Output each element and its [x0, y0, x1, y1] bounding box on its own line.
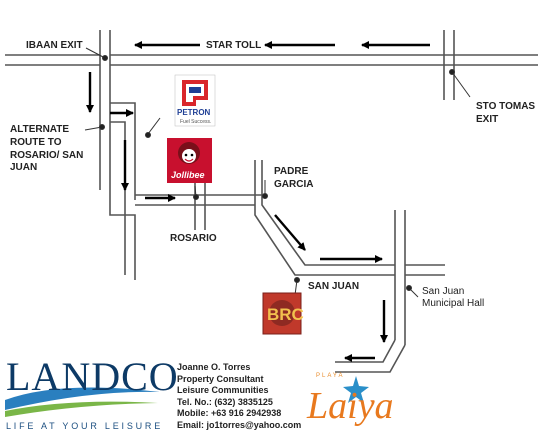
alt-route-dot — [99, 124, 105, 130]
label-hall-2: Municipal Hall — [422, 298, 484, 309]
contact-email: Email: jo1torres@yahoo.com — [177, 419, 302, 430]
contact-company: Leisure Communities — [177, 385, 269, 395]
landco-wave — [5, 387, 160, 417]
landco-logo-text: LANDCO — [6, 354, 179, 399]
san-juan-bend-inner — [335, 339, 396, 363]
label-hall-1: San Juan — [422, 286, 464, 297]
petron-dot — [145, 132, 151, 138]
label-padre-2: GARCIA — [274, 179, 313, 190]
label-alt-1: ALTERNATE — [10, 124, 69, 135]
petron-logo: PETRON Fuel Success. — [174, 74, 216, 127]
laiya-star — [343, 376, 369, 403]
laiya-logo-text: Laiya — [307, 385, 394, 427]
petron-tagline: Fuel Success. — [180, 119, 211, 125]
label-alt-3: ROSARIO/ SAN — [10, 150, 83, 161]
label-rosario: ROSARIO — [170, 233, 217, 244]
label-star-toll: STAR TOLL — [206, 40, 261, 51]
alt-loop-inner — [110, 121, 126, 200]
contact-tel: Tel. No.: (632) 3835125 — [177, 396, 273, 407]
brc-logo: BRC — [262, 292, 304, 335]
contact-mobile: Mobile: +63 916 2942938 — [177, 408, 282, 418]
arrow-diagonal — [274, 214, 306, 251]
contact-block: Joanne O. Torres Property Consultant Lei… — [177, 362, 301, 431]
label-ibaan-exit: IBAAN EXIT — [26, 40, 83, 51]
label-padre-1: PADRE — [274, 166, 309, 177]
brc-dot — [294, 277, 300, 283]
route-arrows — [86, 41, 430, 362]
label-alt-4: JUAN — [10, 162, 37, 173]
rosario-road-outer — [109, 190, 136, 280]
ibaan-exit-dot — [102, 55, 108, 61]
road-network — [5, 30, 538, 373]
sto-tomas-dot — [449, 69, 455, 75]
landco-tagline: LIFE AT YOUR LEISURE — [6, 421, 164, 431]
label-leaders — [84, 47, 471, 298]
label-alt-2: ROUTE TO — [10, 137, 62, 148]
label-sto-tomas-1: STO TOMAS — [476, 101, 535, 112]
label-san-juan: SAN JUAN — [308, 281, 359, 292]
brc-name: BRC — [267, 305, 304, 324]
san-juan-bend-outer — [335, 344, 406, 373]
jollibee-logo: Jollibee — [167, 138, 212, 183]
jollibee-dot — [193, 194, 199, 200]
padre-garcia-dot — [262, 193, 268, 199]
contact-title: Property Consultant — [177, 373, 264, 384]
laiya-prefix: PLAYA — [316, 373, 345, 379]
diagonal-road-inner — [254, 205, 395, 276]
jollibee-name: Jollibee — [171, 170, 205, 180]
petron-name: PETRON — [177, 108, 211, 117]
municipal-hall-dot — [406, 285, 412, 291]
label-sto-tomas-2: EXIT — [476, 114, 498, 125]
diagonal-road-outer — [261, 195, 395, 266]
contact-name: Joanne O. Torres — [177, 362, 251, 372]
alt-loop-outer — [110, 102, 136, 200]
